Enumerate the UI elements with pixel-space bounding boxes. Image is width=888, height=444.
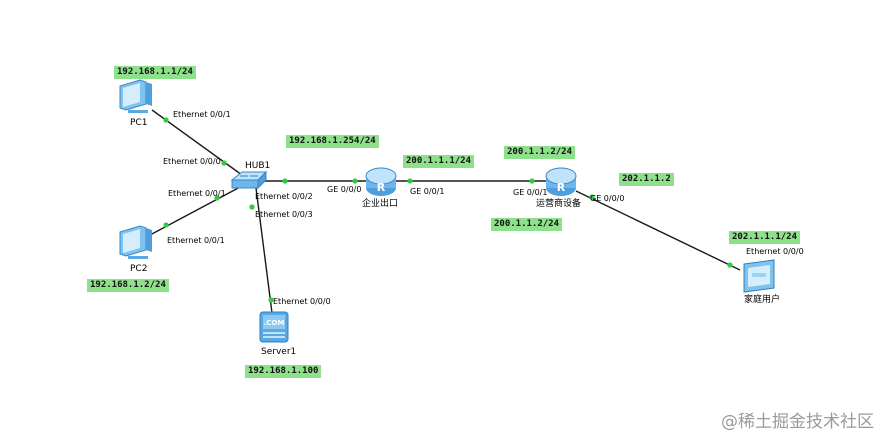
- pc1-device-icon[interactable]: [119, 79, 152, 113]
- router2-device-icon[interactable]: R: [545, 167, 577, 196]
- hub-port3-label: Ethernet 0/0/3: [255, 210, 313, 219]
- router1-name: 企业出口: [362, 199, 399, 209]
- pc2-name: PC2: [130, 264, 148, 274]
- pc1-name: PC1: [130, 118, 148, 128]
- server-port-label: Ethernet 0/0/0: [273, 297, 331, 306]
- endpoint-dot: [282, 178, 288, 184]
- pc1-ip-label: 192.168.1.1/24: [114, 66, 196, 79]
- hub-port0-label: Ethernet 0/0/0: [163, 157, 221, 166]
- router2-g0-label: GE 0/0/0: [590, 194, 625, 203]
- pc2-ip-label: 192.168.1.2/24: [87, 279, 169, 292]
- router2-name: 运营商设备: [536, 199, 582, 209]
- router1-wan-ip-label: 200.1.1.1/24: [403, 155, 475, 168]
- watermark: @稀土掘金技术社区: [721, 412, 874, 432]
- server-device-icon[interactable]: .COM: [259, 311, 289, 343]
- router2-g1-label: GE 0/0/1: [513, 188, 548, 197]
- endpoint-dot: [163, 117, 169, 123]
- pc2-port-label: Ethernet 0/0/1: [167, 236, 225, 245]
- pc1-port-label: Ethernet 0/0/1: [173, 110, 231, 119]
- pc2-device-icon[interactable]: [119, 225, 152, 259]
- endpoint-dot: [407, 178, 413, 184]
- router1-device-icon[interactable]: R: [365, 167, 397, 196]
- router1-g1-label: GE 0/0/1: [410, 187, 445, 196]
- endpoint-dot: [589, 194, 595, 200]
- endpoint-dot: [249, 204, 255, 210]
- router2-home-ip-label: 202.1.1.2: [619, 173, 674, 186]
- endpoint-dot: [352, 178, 358, 184]
- link-router2-home: [575, 190, 741, 271]
- link-hub-server: [255, 187, 273, 314]
- endpoint-dot: [529, 178, 535, 184]
- home-user-device-icon[interactable]: [743, 259, 775, 293]
- router2-wan-ip-label-top: 200.1.1.2/24: [504, 146, 576, 159]
- hub-device-icon[interactable]: [230, 170, 268, 190]
- endpoint-dot: [221, 160, 227, 166]
- router1-lan-ip-label: 192.168.1.254/24: [286, 135, 379, 148]
- svg-text:.COM: .COM: [264, 319, 285, 327]
- hub-port1-label: Ethernet 0/0/1: [168, 189, 226, 198]
- server-name: Server1: [261, 347, 297, 357]
- server-ip-label: 192.168.1.100: [245, 365, 322, 378]
- svg-text:R: R: [377, 181, 386, 194]
- hub-port2-label: Ethernet 0/0/2: [255, 192, 313, 201]
- router1-g0-label: GE 0/0/0: [327, 185, 362, 194]
- endpoint-dot: [214, 195, 220, 201]
- endpoint-dot: [163, 222, 169, 228]
- router2-wan-ip-label-bottom: 200.1.1.2/24: [491, 218, 563, 231]
- svg-text:R: R: [557, 181, 566, 194]
- endpoint-dot: [268, 297, 274, 303]
- home-user-name: 家庭用户: [744, 295, 781, 305]
- home-user-port-label: Ethernet 0/0/0: [746, 247, 804, 256]
- endpoint-dot: [727, 262, 733, 268]
- home-user-ip-label: 202.1.1.1/24: [729, 231, 801, 244]
- hub-name: HUB1: [245, 161, 271, 171]
